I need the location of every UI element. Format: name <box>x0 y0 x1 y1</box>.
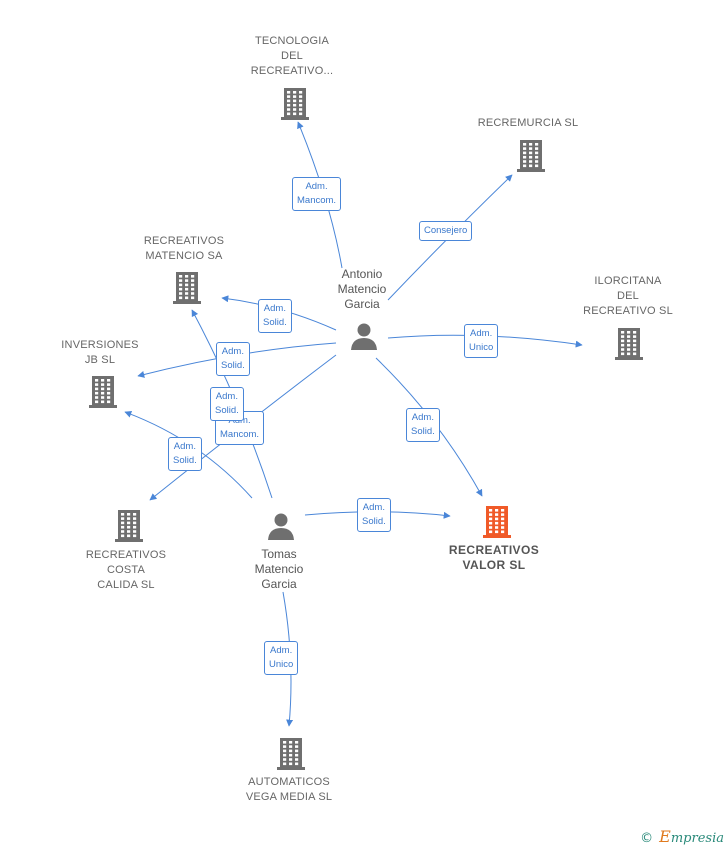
edge-label-adm-mancom: Adm.Mancom. <box>292 177 342 211</box>
building-icon-costa-calida[interactable] <box>114 508 144 542</box>
company-label-recreativos-matencio[interactable]: RECREATIVOS MATENCIO SA <box>143 235 225 262</box>
person-label-antonio[interactable]: Antonio Matencio Garcia <box>337 267 387 311</box>
edge-label-adm-solid: Adm.Solid. <box>216 342 250 376</box>
company-label-recreativos-valor[interactable]: RECREATIVOS VALOR SL <box>448 543 540 572</box>
person-label-tomas[interactable]: Tomas Matencio Garcia <box>254 547 304 591</box>
building-icon-recremurcia[interactable] <box>516 138 546 172</box>
person-icon-tomas[interactable] <box>267 512 295 540</box>
building-icon-recreativos-valor[interactable] <box>482 504 512 538</box>
edge-label-adm-solid: Adm.Solid. <box>258 299 292 333</box>
copyright-icon: © <box>640 831 654 846</box>
building-icon-recreativos-matencio[interactable] <box>172 270 202 304</box>
edge-label-adm-solid: Adm.Solid. <box>357 498 391 532</box>
building-icon-tecnologia[interactable] <box>280 86 310 120</box>
company-label-automaticos[interactable]: AUTOMATICOS VEGA MEDIA SL <box>245 776 333 803</box>
company-label-recremurcia[interactable]: RECREMURCIA SL <box>477 117 579 129</box>
empresia-logo[interactable]: ©Empresia <box>640 827 724 846</box>
company-label-costa-calida[interactable]: RECREATIVOS COSTA CALIDA SL <box>85 549 167 591</box>
building-icon-automaticos[interactable] <box>276 736 306 770</box>
edge-label-consejero: Consejero <box>419 221 473 241</box>
edge-label-adm-solid: Adm.Solid. <box>210 387 244 421</box>
building-icon-inversiones[interactable] <box>88 374 118 408</box>
edge-label-adm-unico: Adm.Unico <box>464 324 499 358</box>
person-icon-antonio[interactable] <box>350 322 378 350</box>
building-icon-ilorcitana[interactable] <box>614 326 644 360</box>
edge-label-adm-solid: Adm.Solid. <box>168 437 202 471</box>
company-label-tecnologia[interactable]: TECNOLOGIA DEL RECREATIVO... <box>250 35 334 77</box>
company-label-inversiones[interactable]: INVERSIONES JB SL <box>61 339 139 366</box>
company-label-ilorcitana[interactable]: ILORCITANA DEL RECREATIVO SL <box>583 275 673 317</box>
edge-label-adm-unico: Adm.Unico <box>264 641 299 675</box>
edge-label-adm-solid: Adm.Solid. <box>406 408 440 442</box>
